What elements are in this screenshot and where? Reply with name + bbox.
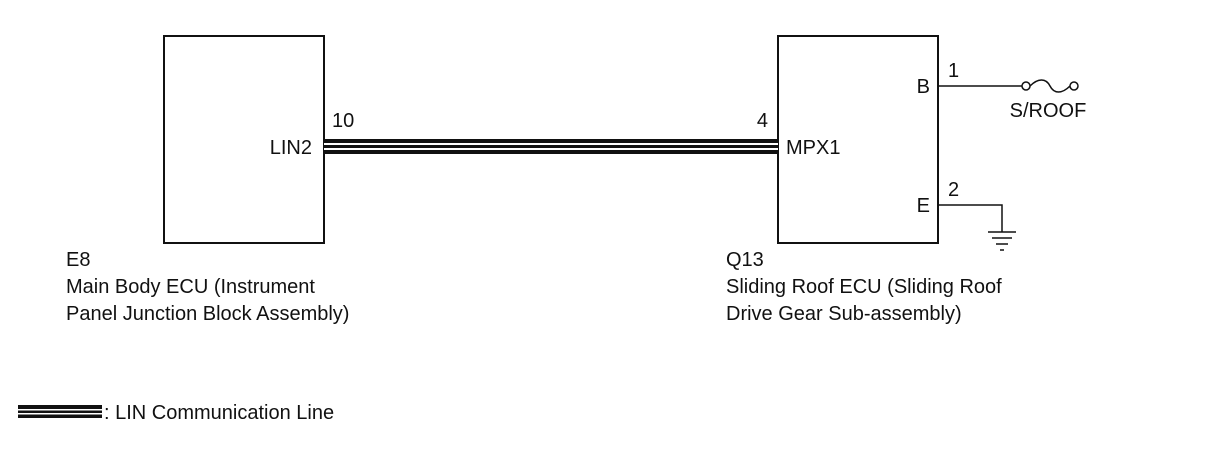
ground-icon [988, 231, 1016, 251]
b-pin-number: 1 [948, 60, 959, 82]
main-body-ecu-name-line2: Panel Junction Block Assembly) [66, 303, 349, 325]
sliding-roof-ecu-name-line2: Drive Gear Sub-assembly) [726, 303, 962, 325]
fuse-label: S/ROOF [1010, 100, 1087, 122]
e-terminal-wire [938, 204, 1003, 232]
fuse-icon [1021, 79, 1079, 93]
main-body-ecu-code: E8 [66, 249, 90, 271]
mpx1-pin-number: 4 [757, 110, 768, 132]
lin2-pin-number: 10 [332, 110, 354, 132]
lin2-terminal-name: LIN2 [270, 137, 312, 159]
lin-communication-line [324, 139, 778, 154]
e-pin-number: 2 [948, 179, 959, 201]
sliding-roof-ecu-code: Q13 [726, 249, 764, 271]
lin-line-icon [18, 405, 102, 418]
b-terminal-name: B [917, 76, 930, 98]
mpx1-terminal-name: MPX1 [786, 137, 840, 159]
sliding-roof-ecu-name-line1: Sliding Roof ECU (Sliding Roof [726, 276, 1002, 298]
main-body-ecu-name-line1: Main Body ECU (Instrument [66, 276, 315, 298]
legend-text: : LIN Communication Line [104, 402, 334, 424]
e-terminal-name: E [917, 195, 930, 217]
